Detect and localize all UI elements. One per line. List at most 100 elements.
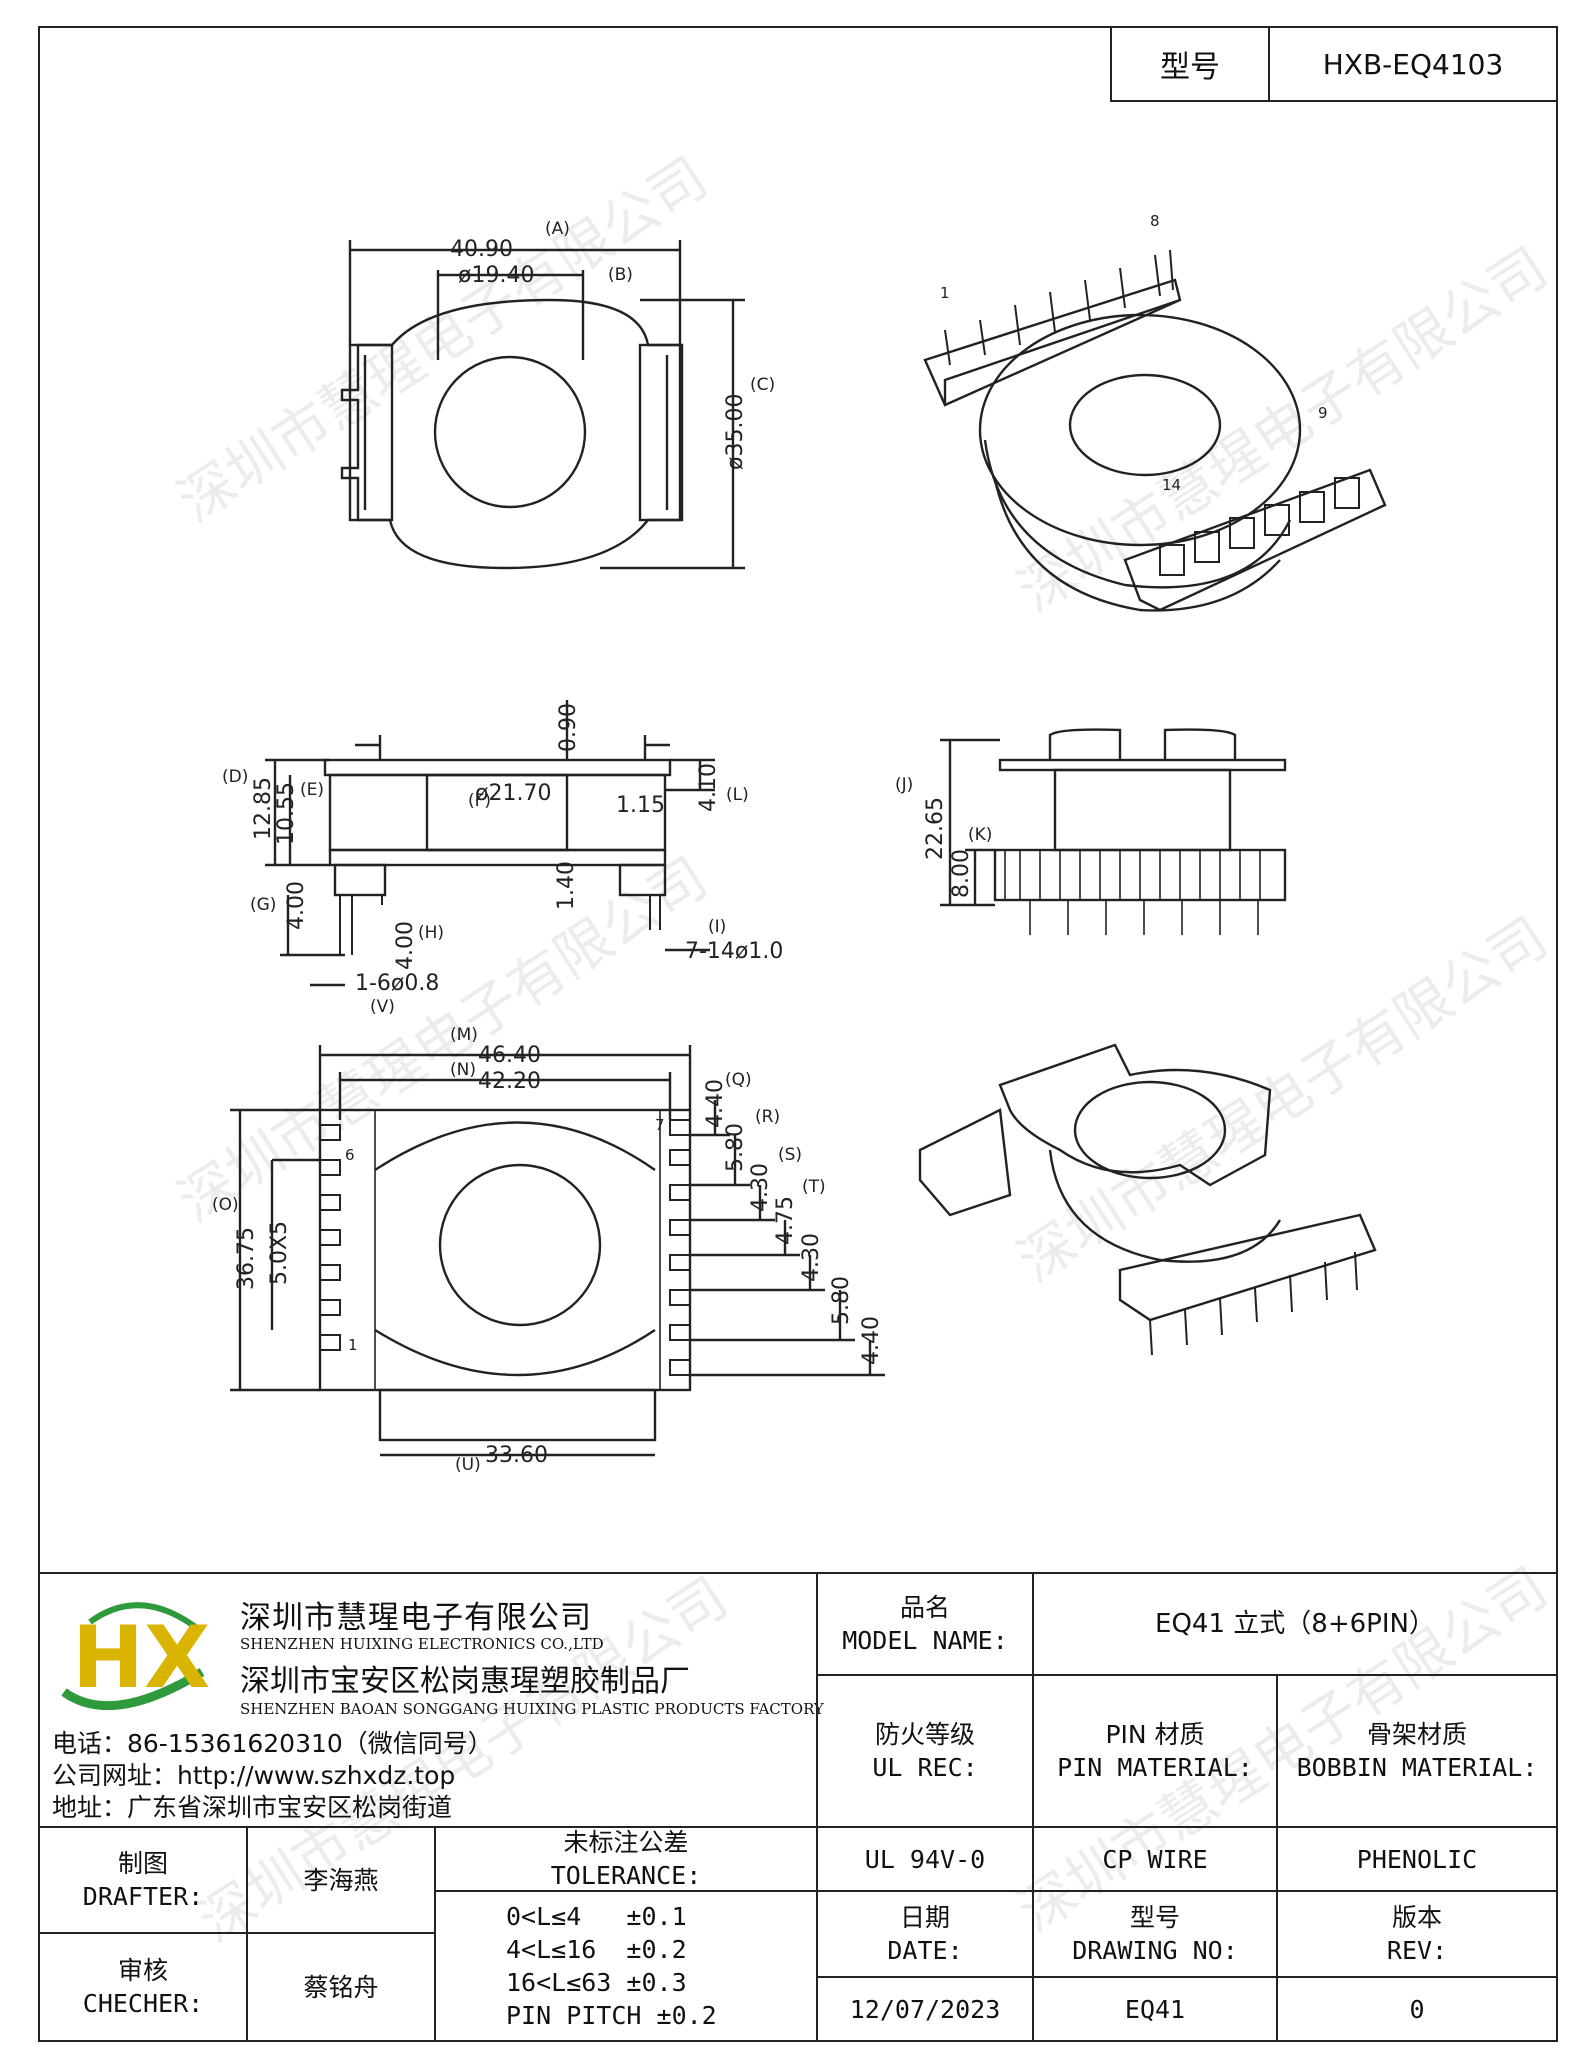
company-name-cn: 深圳市慧瑆电子有限公司 [240, 1600, 592, 1636]
bottom-view [230, 1045, 885, 1457]
dim-label-m: (M) [450, 1025, 478, 1045]
drawing-no-label-en: DRAWING NO: [1072, 1936, 1238, 1965]
dim-value-flange: 1.40 [554, 861, 579, 910]
dim-label-h: (H) [418, 923, 444, 943]
iso-pin-8: 8 [1150, 212, 1160, 230]
iso-pin-9: 9 [1318, 404, 1328, 422]
dim-value-h: 4.00 [393, 921, 418, 970]
iso-view-bottom [918, 1043, 1377, 1356]
model-name-label-en: MODEL NAME: [842, 1626, 1008, 1655]
drawing-no-value-cell: EQ41 [1032, 1976, 1278, 2042]
dim-value-r: 5.80 [723, 1123, 748, 1172]
drawing-no-label-cn: 型号 [1129, 1903, 1180, 1932]
ul-label-cell: 防火等级 UL REC: [816, 1674, 1034, 1828]
dim-label-r: (R) [755, 1107, 780, 1127]
header-model-label-cell: 型号 [1110, 26, 1270, 102]
dim-value-q: 4.40 [703, 1079, 728, 1128]
dim-value-i: 7-14ø1.0 [685, 939, 783, 964]
dim-value-b: ø19.40 [458, 263, 534, 288]
model-name-value-cell: EQ41 立式（8+6PIN） [1032, 1572, 1558, 1676]
dim-value-p: 5.0X5 [267, 1221, 292, 1285]
dim-label-d: (D) [222, 767, 248, 787]
dim-label-a: (A) [545, 219, 570, 239]
drafter-label-en: DRAFTER: [82, 1882, 204, 1911]
dim-value-e: 10.55 [274, 782, 299, 845]
dim-value-k: 8.00 [949, 849, 974, 898]
ul-value: UL 94V-0 [864, 1844, 986, 1874]
dim-label-n: (N) [450, 1060, 476, 1080]
dim-value-m: 46.40 [478, 1043, 541, 1068]
tolerance-row: 4<L≤16 ±0.2 [506, 1935, 687, 1964]
logo-letters: HX [72, 1608, 210, 1708]
dim-label-u: (U) [455, 1455, 481, 1475]
date-label-en: DATE: [887, 1936, 963, 1965]
dim-value-l: 4.10 [696, 763, 721, 812]
drafter-name: 李海燕 [303, 1865, 379, 1895]
rev-label-cell: 版本 REV: [1276, 1890, 1558, 1978]
pin-material-label-cn: PIN 材质 [1105, 1720, 1205, 1749]
date-label-cn: 日期 [899, 1903, 950, 1932]
dim-value-g: 4.00 [284, 881, 309, 930]
checker-name: 蔡铭舟 [303, 1972, 379, 2002]
date-label-cell: 日期 DATE: [816, 1890, 1034, 1978]
bottom-pin-6: 6 [345, 1146, 355, 1164]
dim-label-q: (Q) [725, 1070, 752, 1090]
dim-label-c: (C) [750, 375, 775, 395]
tolerance-label-cn: 未标注公差 [563, 1828, 689, 1857]
model-name-label-cn: 品名 [899, 1593, 950, 1622]
company-name-en: SHENZHEN HUIXING ELECTRONICS CO.,LTD [240, 1635, 604, 1653]
rev-label-cn: 版本 [1391, 1903, 1442, 1932]
header-model-value-cell: HXB-EQ4103 [1268, 26, 1558, 102]
ul-label-en: UL REC: [872, 1753, 978, 1782]
dim-label-t: (T) [802, 1177, 826, 1197]
front-view [940, 728, 1287, 935]
side-view [265, 700, 715, 987]
dim-value-s: 4.30 [748, 1163, 773, 1212]
tolerance-row: 0<L≤4 ±0.1 [506, 1902, 687, 1931]
dim-value-f: ø21.70 [475, 781, 551, 806]
tolerance-row: PIN PITCH ±0.2 [506, 2001, 717, 2030]
iso-view-top [923, 249, 1387, 612]
top-view [340, 240, 745, 570]
dim-label-l: (L) [726, 785, 749, 805]
dim-label-i: (I) [708, 917, 726, 937]
bottom-pin-7: 7 [655, 1116, 665, 1134]
dim-value-t: 4.75 [773, 1196, 798, 1245]
bottom-pin-1: 1 [348, 1336, 358, 1354]
drawing-no-value: EQ41 [1124, 1994, 1186, 2024]
dim-value-j: 22.65 [923, 797, 948, 860]
dim-value-430b: 4.30 [799, 1233, 824, 1282]
dim-label-g: (G) [250, 895, 276, 915]
dim-value-580b: 5.80 [829, 1276, 854, 1325]
drafter-label-cn: 制图 [117, 1849, 168, 1878]
model-name-value: EQ41 立式（8+6PIN） [1155, 1608, 1435, 1639]
pin-material-label-en: PIN MATERIAL: [1057, 1753, 1253, 1782]
dim-label-s: (S) [778, 1145, 802, 1165]
dim-label-f: (F) [468, 791, 491, 811]
bobbin-material-value: PHENOLIC [1356, 1844, 1478, 1874]
pin-material-value-cell: CP WIRE [1032, 1826, 1278, 1892]
dim-value-o: 36.75 [234, 1227, 259, 1290]
header-model-label: 型号 [1160, 50, 1220, 85]
bobbin-material-value-cell: PHENOLIC [1276, 1826, 1558, 1892]
dim-label-v: (V) [370, 997, 395, 1017]
ul-value-cell: UL 94V-0 [816, 1826, 1034, 1892]
factory-name-cn: 深圳市宝安区松岗惠瑆塑胶制品厂 [240, 1664, 690, 1699]
dim-value-top: 0.90 [556, 703, 581, 752]
iso-pin-1: 1 [940, 284, 950, 302]
technical-drawing: (A) 40.90 (B) ø19.40 (C) ø35.00 1 8 9 14… [212, 212, 1387, 1475]
date-value: 12/07/2023 [849, 1994, 1001, 2024]
company-phone: 电话：86-15361620310（微信同号） [52, 1729, 493, 1758]
drawing-no-label-cell: 型号 DRAWING NO: [1032, 1890, 1278, 1978]
tolerance-label-en: TOLERANCE: [550, 1861, 702, 1890]
tolerance-values-cell: 0<L≤4 ±0.1 4<L≤16 ±0.2 16<L≤63 ±0.3 PIN … [434, 1890, 818, 2042]
company-address: 地址：广东省深圳市宝安区松岗街道 [52, 1793, 453, 1822]
rev-label-en: REV: [1386, 1936, 1448, 1965]
ul-label-cn: 防火等级 [874, 1720, 975, 1749]
dim-value-d: 12.85 [251, 777, 276, 840]
pin-material-value: CP WIRE [1102, 1844, 1208, 1874]
bobbin-material-label-en: BOBBIN MATERIAL: [1296, 1753, 1538, 1782]
dim-label-k: (K) [968, 825, 992, 845]
company-website: 公司网址：http://www.szhxdz.top [52, 1761, 456, 1790]
dim-label-j: (J) [895, 775, 913, 795]
